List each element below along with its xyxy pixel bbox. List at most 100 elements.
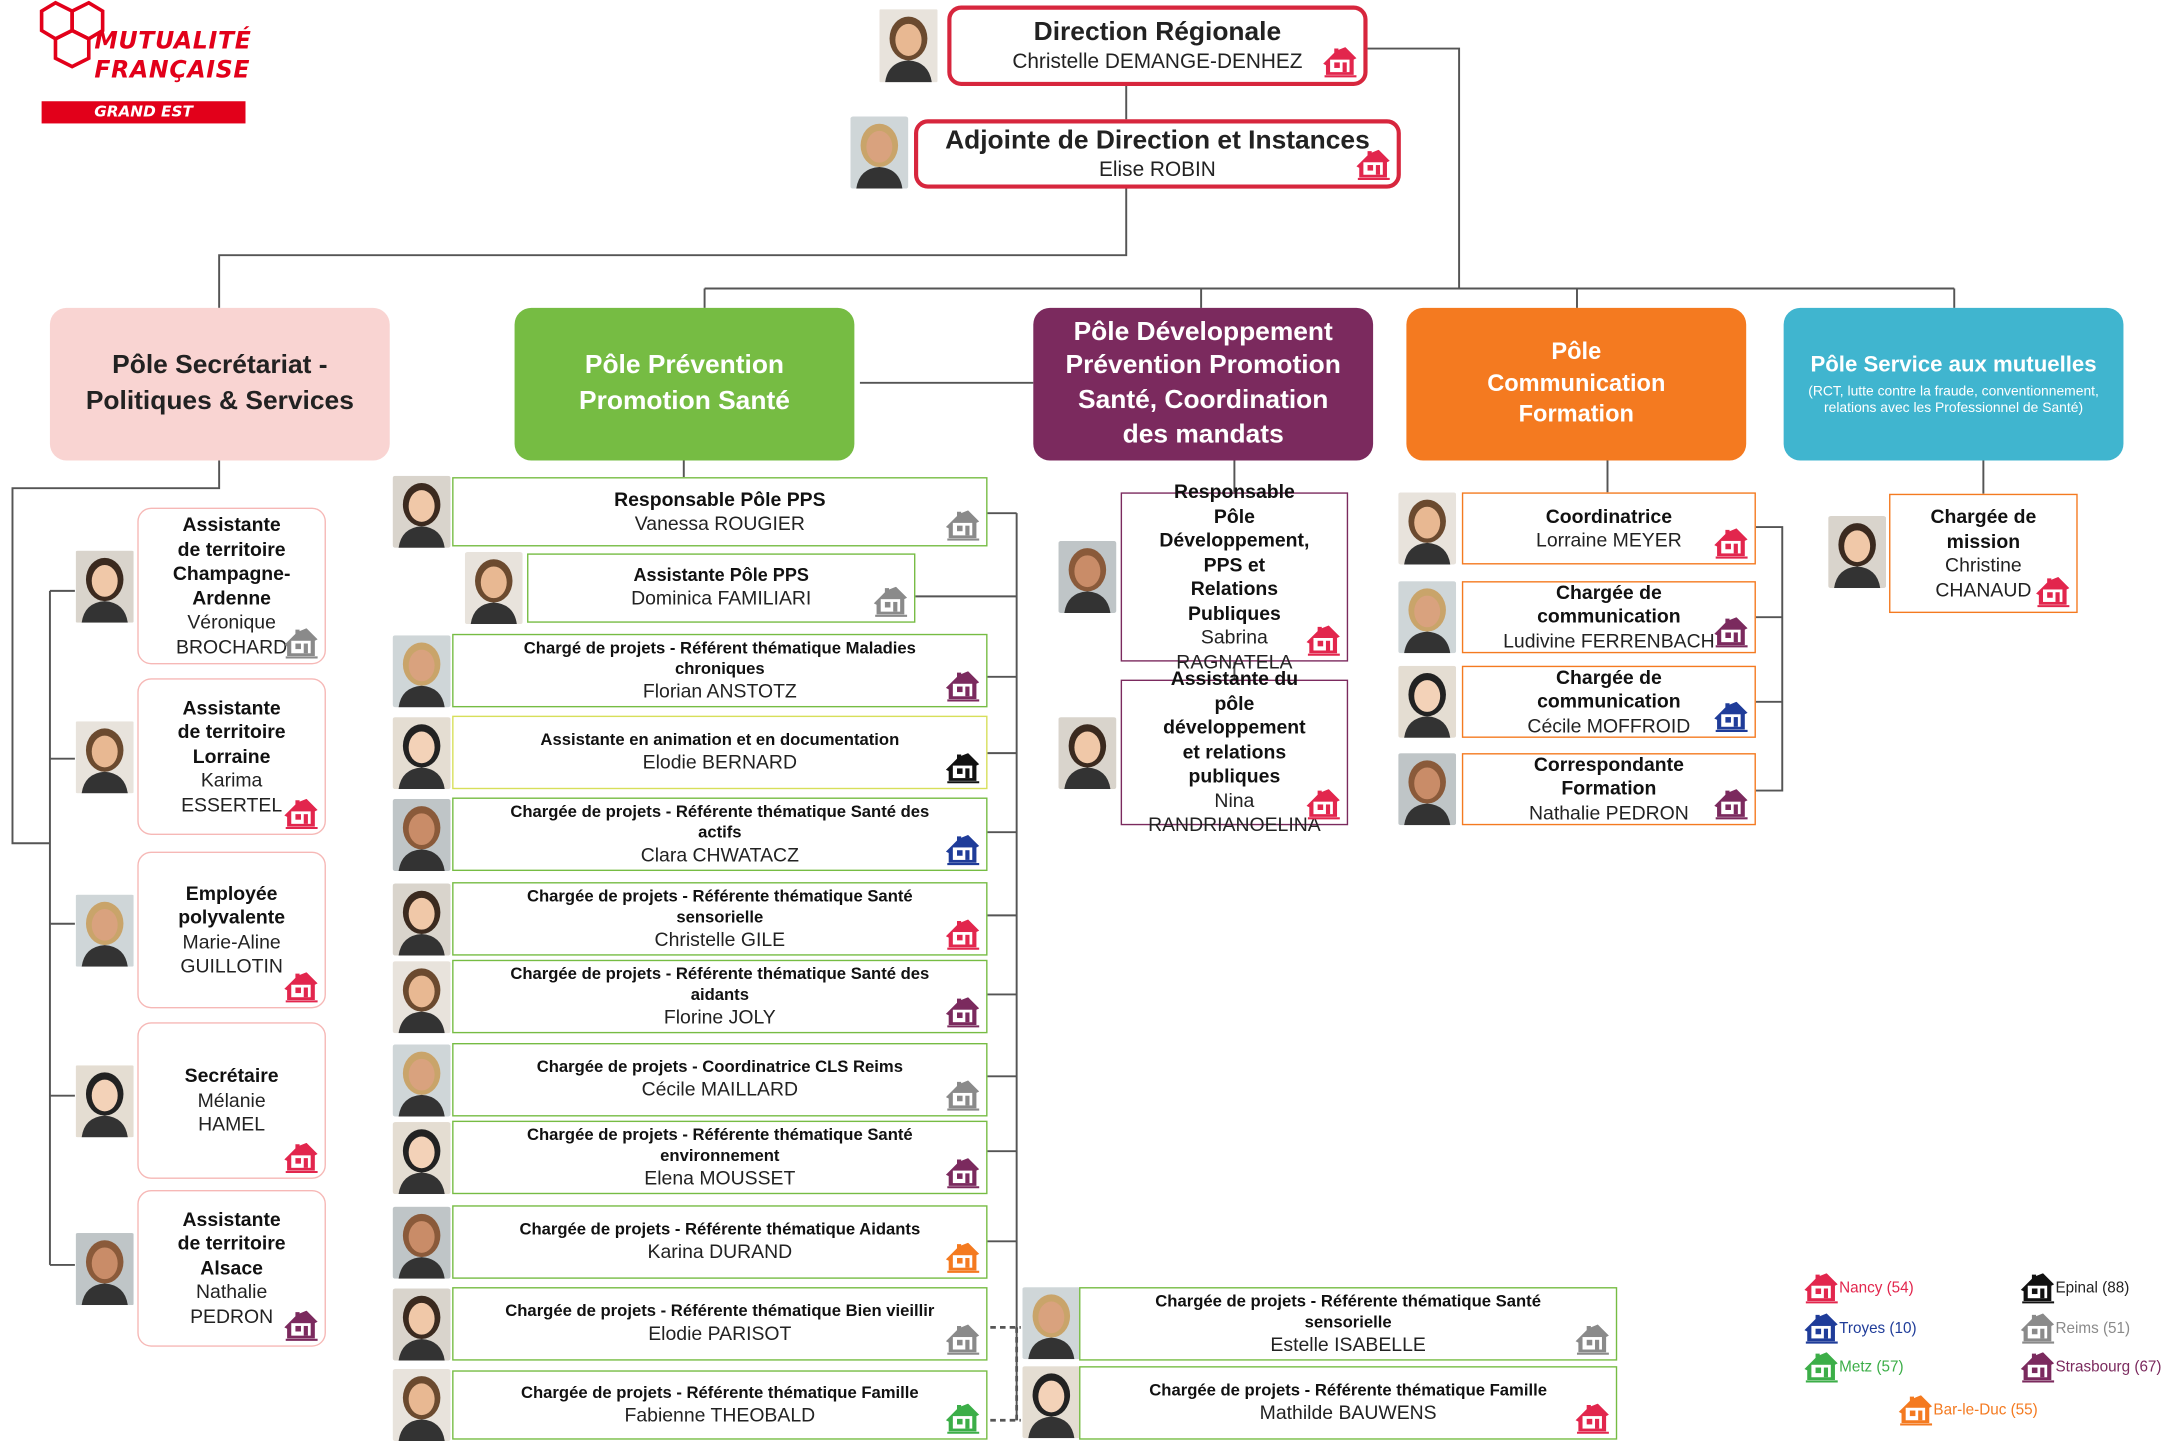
house-icon xyxy=(945,1403,981,1435)
staff-card: Chargée de projets - Référente thématiqu… xyxy=(1079,1287,1618,1361)
staff-card: Chargée de projets - Référente thématiqu… xyxy=(452,1205,988,1279)
avatar xyxy=(75,720,135,793)
avatar xyxy=(1398,665,1457,738)
avatar xyxy=(1058,540,1117,614)
legend-label: Epinal (88) xyxy=(2055,1280,2130,1297)
staff-name: Sabrina RAGNATELA xyxy=(1176,625,1293,672)
direction-card: Direction Régionale Christelle DEMANGE-D… xyxy=(947,5,1368,86)
staff-name: Lorraine MEYER xyxy=(1536,528,1682,551)
pole-communication: Pôle Communication Formation xyxy=(1406,307,1747,461)
house-icon xyxy=(1305,625,1341,657)
avatar xyxy=(392,1205,451,1279)
house-icon xyxy=(283,1142,319,1174)
staff-title: Secrétaire xyxy=(184,1064,279,1087)
staff-card: Chargée de projets - Référente thématiqu… xyxy=(452,882,988,956)
staff-name: Véronique BROCHARD xyxy=(176,610,288,657)
avatar xyxy=(392,960,451,1033)
pole-communication-label: Pôle Communication Formation xyxy=(1487,337,1666,428)
pole-developpement: Pôle Développement Prévention Promotion … xyxy=(1033,307,1374,461)
legend-item-nancy: Nancy (54) xyxy=(1803,1273,1914,1304)
staff-card: Chargée de projets - Référente thématiqu… xyxy=(452,1287,988,1361)
house-icon xyxy=(945,1324,981,1356)
staff-name: Cécile MOFFROID xyxy=(1527,713,1691,737)
avatar xyxy=(75,893,135,967)
house-icon xyxy=(2035,576,2071,608)
avatar xyxy=(392,1287,451,1360)
house-icon xyxy=(1713,617,1749,648)
staff-name: Elodie BERNARD xyxy=(642,750,797,773)
avatar xyxy=(1022,1287,1081,1360)
staff-name: Florine JOLY xyxy=(663,1005,776,1028)
staff-name: Ludivine FERRENBACH xyxy=(1503,629,1715,652)
staff-name: Dominica FAMILIARI xyxy=(631,587,812,610)
staff-card: Chargé de projets - Référent thématique … xyxy=(452,633,988,708)
avatar xyxy=(75,1064,135,1137)
house-icon xyxy=(1574,1403,1610,1435)
house-icon xyxy=(1803,1273,1839,1304)
staff-title: Chargée de communication xyxy=(1537,580,1681,628)
staff-card: Assistante du pôle développement et rela… xyxy=(1120,667,1349,835)
house-icon xyxy=(1574,1324,1610,1356)
staff-name: Vanessa ROUGIER xyxy=(634,511,805,534)
legend-label: Metz (57) xyxy=(1839,1359,1904,1376)
pole-secretariat: Pôle Secrétariat - Politiques & Services xyxy=(49,307,390,461)
legend-label: Strasbourg (67) xyxy=(2055,1359,2162,1376)
staff-title: Chargée de projets - Référente thématiqu… xyxy=(505,1301,935,1321)
house-icon xyxy=(1713,528,1749,559)
avatar xyxy=(392,882,451,955)
staff-name: Elena MOUSSET xyxy=(644,1166,796,1189)
staff-card: Assistante en animation et en documentat… xyxy=(452,715,988,790)
house-icon xyxy=(1803,1352,1839,1383)
staff-card: Chargée de projets - Coordinatrice CLS R… xyxy=(452,1043,988,1117)
avatar xyxy=(392,1368,451,1441)
house-icon xyxy=(945,510,981,541)
house-icon xyxy=(945,671,981,702)
staff-name: Nina RANDRIANOELINA xyxy=(1148,788,1321,836)
staff-name: Florian ANSTOTZ xyxy=(642,679,797,702)
avatar xyxy=(392,634,451,707)
avatar xyxy=(392,475,451,548)
staff-title: Coordinatrice xyxy=(1545,504,1672,527)
staff-name: Karima ESSERTEL xyxy=(181,768,283,816)
house-icon xyxy=(945,834,981,866)
house-icon xyxy=(945,753,981,784)
staff-title: Chargée de projets - Référente thématiqu… xyxy=(1155,1290,1541,1332)
legend-item-reims: Reims (51) xyxy=(2019,1313,2130,1344)
staff-title: Chargée de projets - Référente thématiqu… xyxy=(1149,1380,1547,1400)
house-icon xyxy=(945,1242,981,1274)
staff-title: Assistante de territoire Champagne-Arden… xyxy=(172,513,291,609)
pole-service-label: Pôle Service aux mutuelles xyxy=(1810,353,2097,377)
avatar xyxy=(464,552,523,625)
staff-name: Clara CHWATACZ xyxy=(640,842,799,866)
house-icon xyxy=(283,1310,319,1342)
avatar xyxy=(392,1043,451,1116)
house-icon xyxy=(2019,1352,2055,1383)
house-icon xyxy=(1713,701,1749,733)
house-icon xyxy=(283,798,319,830)
house-icon xyxy=(945,1080,981,1111)
staff-title: Responsable Pôle Développement, PPS et R… xyxy=(1159,479,1310,624)
legend-item-strasbourg: Strasbourg (67) xyxy=(2019,1352,2162,1383)
staff-title: Chargée de projets - Référente thématiqu… xyxy=(510,963,930,1004)
avatar xyxy=(392,798,451,871)
avatar xyxy=(392,1121,451,1194)
adjointe-name: Elise ROBIN xyxy=(1099,157,1216,181)
direction-title: Direction Régionale xyxy=(1033,17,1282,47)
staff-title: Chargée de projets - Référente thématiqu… xyxy=(510,801,930,842)
pole-prevention: Pôle Prévention Promotion Santé xyxy=(514,307,855,461)
staff-title: Assistante en animation et en documentat… xyxy=(540,729,900,750)
legend-label: Bar-le-Duc (55) xyxy=(1933,1402,2038,1419)
avatar xyxy=(1828,515,1887,589)
staff-title: Chargée de projets - Référente thématiqu… xyxy=(520,1382,919,1402)
brand-logo: MUTUALITÉ FRANÇAISE GRAND EST xyxy=(39,0,251,128)
house-icon xyxy=(283,972,319,1003)
staff-name: Mathilde BAUWENS xyxy=(1259,1401,1437,1424)
staff-name: Mélanie HAMEL xyxy=(197,1088,266,1135)
avatar xyxy=(1058,716,1117,789)
staff-title: Employée polyvalente xyxy=(178,881,286,928)
